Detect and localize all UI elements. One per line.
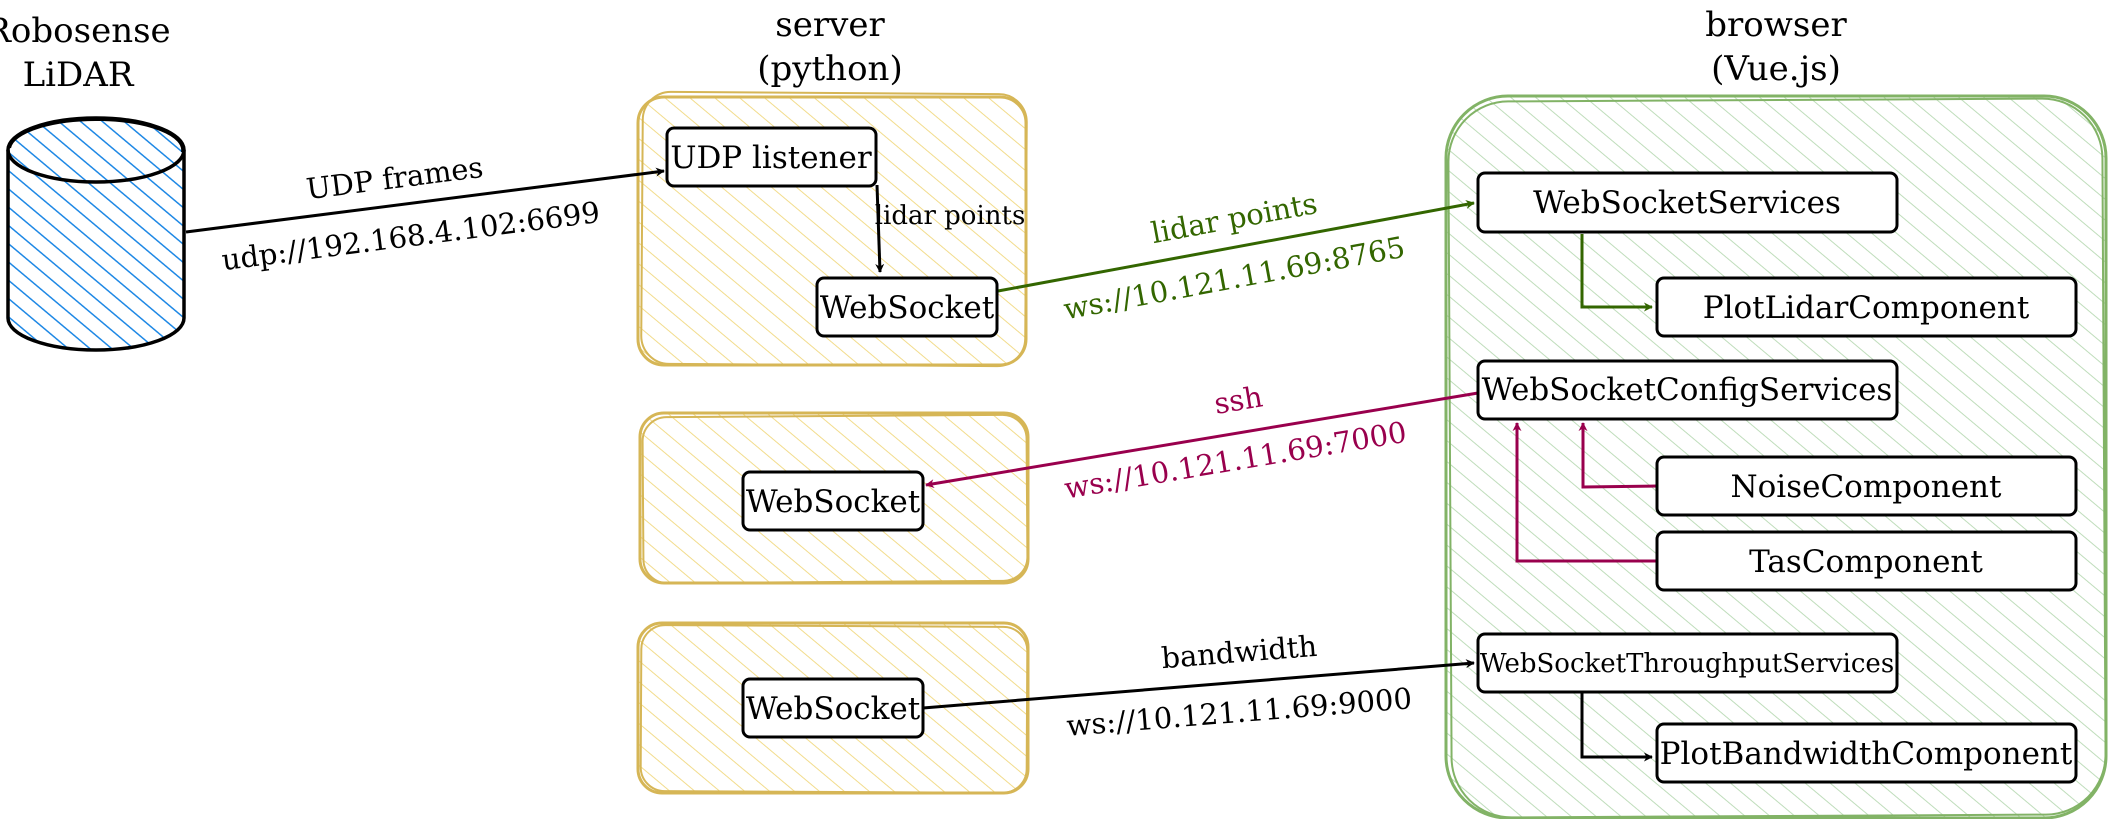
websocket-throughput-label: WebSocket [746,691,921,727]
tas-to-config-edge [1512,422,1657,563]
ssh-edge [925,391,1479,489]
websocket-config-services-label: WebSocketConfigServices [1482,372,1893,408]
websocket-throughput-services-box: WebSocketThroughputServices [1476,632,1899,694]
websocket-main-box: WebSocket [815,276,999,338]
server-title-line2: (python) [757,49,902,89]
tas-component-label: TasComponent [1749,544,1983,580]
udp-address-label: udp://192.168.4.102:6699 [220,195,602,277]
websocket-config-services-box: WebSocketConfigServices [1476,359,1899,421]
lidar-ws-address-label: ws://10.121.11.69:8765 [1061,230,1408,327]
bandwidth-label: bandwidth [1160,629,1318,675]
config-ws-address-label: ws://10.121.11.69:7000 [1062,415,1409,506]
websocket-services-label: WebSocketServices [1533,185,1841,221]
lidar-points-label: lidar points [1148,186,1319,250]
lidar-title-line1: Robosense [0,11,171,51]
lidar-database-icon [6,116,186,352]
websocket-throughput-box: WebSocket [741,677,925,739]
server-title-line1: server [775,5,885,45]
lidar-points-ws-edge [997,200,1475,293]
browser-title-line1: browser [1705,5,1847,45]
noise-to-config-edge [1578,422,1658,489]
udp-frames-edge [185,167,665,234]
services-to-plot-lidar-edge [1580,234,1653,312]
lidar-points-internal-edge [875,184,885,273]
browser-title-line2: (Vue.js) [1711,49,1841,89]
internal-lidar-points-label: lidar points [875,201,1026,231]
udp-listener-box: UDP listener [665,126,878,188]
throughput-to-plot-bandwidth-edge [1580,693,1653,762]
plot-bandwidth-component-box: PlotBandwidthComponent [1655,722,2078,784]
websocket-config-box: WebSocket [741,470,925,532]
plot-bandwidth-component-label: PlotBandwidthComponent [1660,736,2073,772]
websocket-services-box: WebSocketServices [1476,171,1899,234]
udp-listener-label: UDP listener [670,140,872,176]
lidar-title-line2: LiDAR [23,55,135,95]
websocket-config-label: WebSocket [746,484,921,520]
plot-lidar-component-label: PlotLidarComponent [1703,290,2030,326]
bandwidth-edge [922,659,1475,710]
websocket-throughput-services-label: WebSocketThroughputServices [1480,649,1894,679]
throughput-ws-address-label: ws://10.121.11.69:9000 [1065,681,1413,743]
noise-component-label: NoiseComponent [1731,469,2003,505]
tas-component-box: TasComponent [1655,530,2078,592]
ssh-label: ssh [1212,379,1265,421]
websocket-main-label: WebSocket [820,290,995,326]
plot-lidar-component-box: PlotLidarComponent [1655,276,2078,338]
noise-component-box: NoiseComponent [1655,455,2078,517]
